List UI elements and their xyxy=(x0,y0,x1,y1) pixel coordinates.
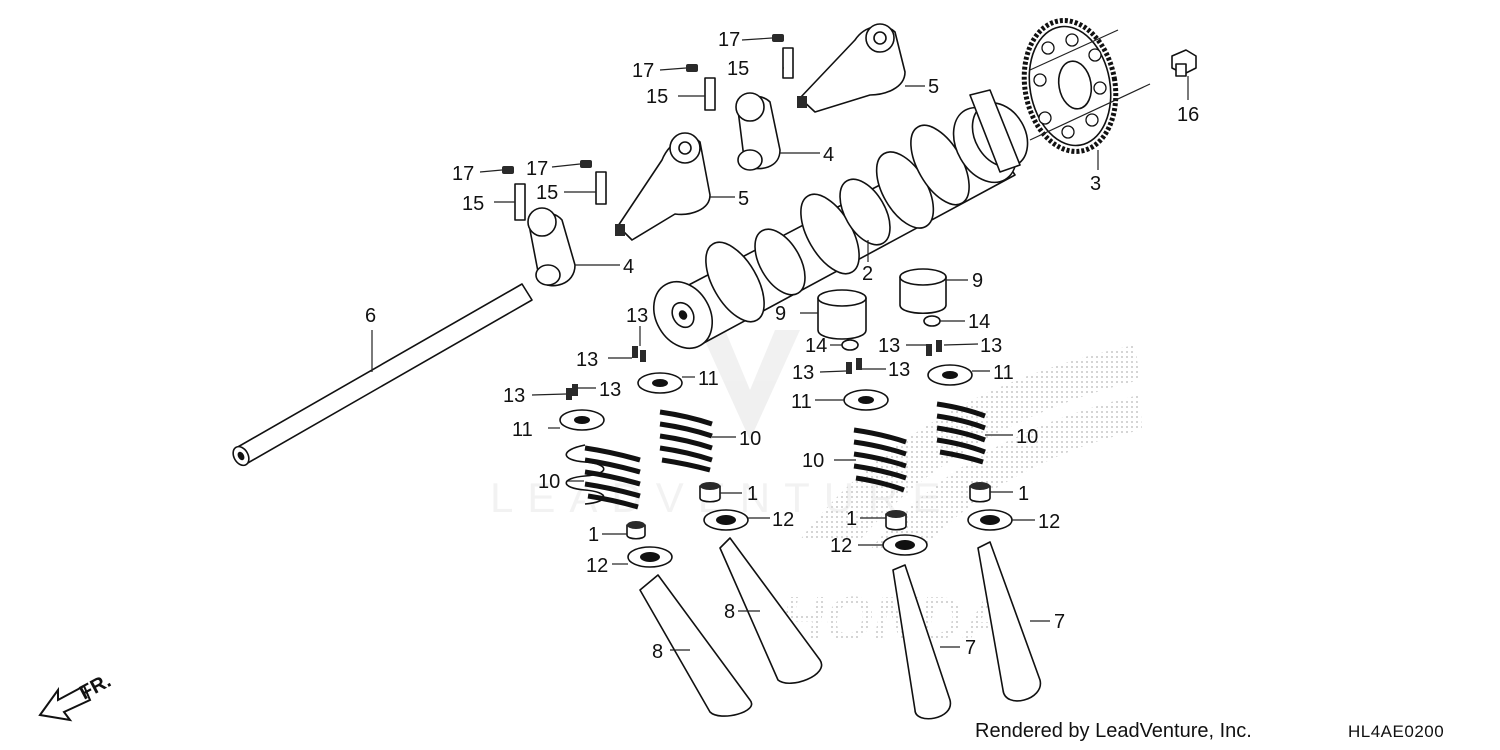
callout-17: 17 xyxy=(632,60,654,82)
valve-lifters[interactable] xyxy=(817,268,947,340)
callout-9: 9 xyxy=(775,303,786,325)
front-arrow-icon xyxy=(38,684,92,722)
rocker-arm-mid[interactable] xyxy=(615,132,711,241)
callout-1: 1 xyxy=(846,508,857,530)
rocker-shaft[interactable] xyxy=(230,283,533,468)
callout-15: 15 xyxy=(536,182,558,204)
callout-14: 14 xyxy=(805,335,827,357)
callout-7: 7 xyxy=(965,637,976,659)
callout-8: 8 xyxy=(652,641,663,663)
callout-6: 6 xyxy=(365,305,376,327)
valve-assembly-4[interactable] xyxy=(926,340,1042,702)
adjuster-screws[interactable] xyxy=(514,47,794,221)
valve-assembly-3[interactable] xyxy=(843,358,951,720)
callout-2: 2 xyxy=(862,263,873,285)
callout-15: 15 xyxy=(462,193,484,215)
valve-assembly-2[interactable] xyxy=(632,346,823,685)
lock-nuts[interactable] xyxy=(502,34,784,174)
callout-17: 17 xyxy=(452,163,474,185)
callout-11: 11 xyxy=(791,391,812,413)
callout-10: 10 xyxy=(739,428,761,450)
leader-lines xyxy=(371,29,1189,651)
honda-wing-watermark: HONDA xyxy=(780,345,1142,654)
callout-10: 10 xyxy=(538,471,560,493)
callout-17: 17 xyxy=(526,158,548,180)
callout-11: 11 xyxy=(698,368,719,390)
sprocket-bolt[interactable] xyxy=(1171,49,1197,77)
callout-5: 5 xyxy=(928,76,939,98)
svg-text:HONDA: HONDA xyxy=(780,585,1007,654)
rocker-arm-upper[interactable] xyxy=(797,23,906,113)
callout-13: 13 xyxy=(878,335,900,357)
callout-1: 1 xyxy=(1018,483,1029,505)
callout-12: 12 xyxy=(830,535,852,557)
cam-sprocket[interactable] xyxy=(1014,13,1126,159)
callout-1: 1 xyxy=(747,483,758,505)
callout-15: 15 xyxy=(646,86,668,108)
callout-8: 8 xyxy=(724,601,735,623)
callout-13: 13 xyxy=(888,359,910,381)
roller-rocker-upper[interactable] xyxy=(735,92,781,171)
callout-15: 15 xyxy=(727,58,749,80)
callout-14: 14 xyxy=(968,311,990,333)
callout-3: 3 xyxy=(1090,173,1101,195)
callout-11: 11 xyxy=(512,419,533,441)
callout-13: 13 xyxy=(599,379,621,401)
callout-10: 10 xyxy=(802,450,824,472)
callout-17: 17 xyxy=(718,29,740,51)
callout-1: 1 xyxy=(588,524,599,546)
callout-13: 13 xyxy=(576,349,598,371)
callout-4: 4 xyxy=(823,144,834,166)
callout-7: 7 xyxy=(1054,611,1065,633)
callout-4: 4 xyxy=(623,256,634,278)
callout-10: 10 xyxy=(1016,426,1038,448)
callout-9: 9 xyxy=(972,270,983,292)
callout-13: 13 xyxy=(626,305,648,327)
callout-labels: 17 17 17 17 15 15 15 15 5 5 4 4 6 2 3 16… xyxy=(365,29,1199,663)
render-credit: Rendered by LeadVenture, Inc. xyxy=(975,720,1252,742)
camshaft[interactable] xyxy=(642,89,1039,359)
callout-13: 13 xyxy=(792,362,814,384)
callout-12: 12 xyxy=(772,509,794,531)
diagram-code: HL4AE0200 xyxy=(1348,722,1445,741)
callout-11: 11 xyxy=(993,362,1014,384)
callout-13: 13 xyxy=(503,385,525,407)
front-direction-indicator: FR. xyxy=(38,670,115,722)
roller-rocker-lower[interactable] xyxy=(527,207,576,287)
callout-5: 5 xyxy=(738,188,749,210)
callout-12: 12 xyxy=(1038,511,1060,533)
callout-12: 12 xyxy=(586,555,608,577)
valve-assembly-1[interactable] xyxy=(559,384,753,717)
callout-16: 16 xyxy=(1177,104,1199,126)
shims[interactable] xyxy=(841,315,941,351)
callout-13: 13 xyxy=(980,335,1002,357)
